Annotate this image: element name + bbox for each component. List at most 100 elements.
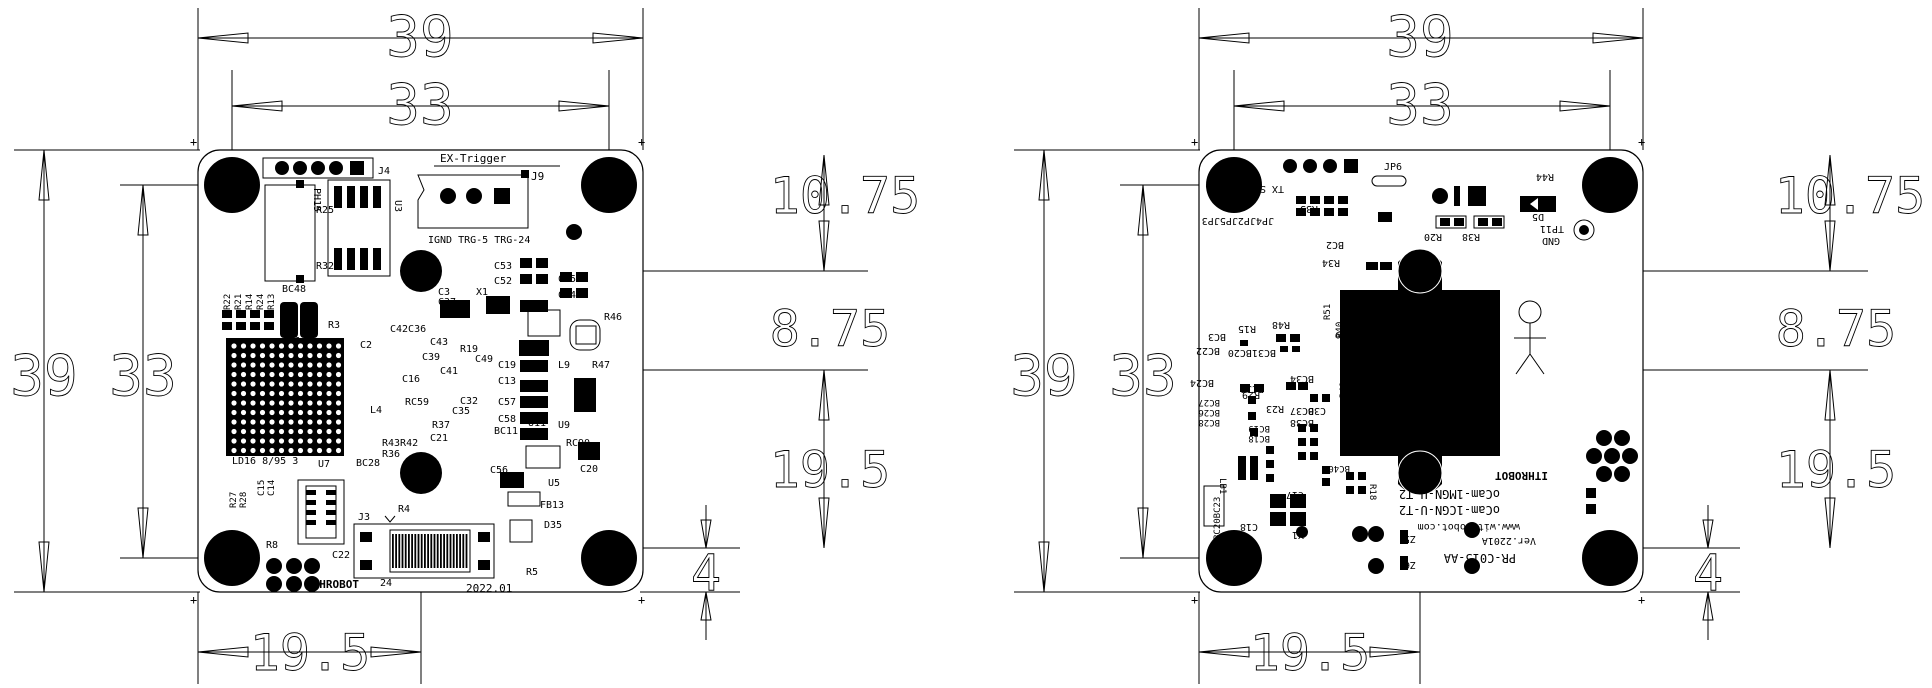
back-jp6-label: JP6 — [1384, 162, 1402, 173]
bga-ball — [240, 409, 247, 416]
front-c49-label: C49 — [475, 354, 493, 365]
bga-ball — [278, 428, 285, 435]
bga-ball — [269, 447, 275, 454]
connector-pin — [395, 534, 397, 568]
bga-ball — [1450, 394, 1456, 400]
front-r3-label: R3 — [328, 320, 340, 331]
bga-ball — [1436, 373, 1442, 379]
bga-ball — [1415, 338, 1421, 344]
bga-ball — [1422, 380, 1428, 386]
bga-ball — [231, 352, 237, 359]
front-c21-label: C21 — [430, 433, 448, 444]
connector-pin — [417, 534, 420, 568]
bga-ball — [1436, 359, 1442, 365]
bga-ball — [259, 381, 266, 387]
back-brand-label: ITHROBOT — [1495, 469, 1548, 482]
back-tp11-label: TP11 — [1540, 223, 1564, 234]
bga-ball — [316, 438, 323, 444]
bga-ball — [326, 428, 332, 435]
back-r20-r38-pads — [1435, 215, 1505, 229]
bga-ball — [240, 371, 247, 378]
front-brand-label: ITHROBOT — [306, 578, 359, 591]
front-r14-label: R14 — [245, 294, 255, 310]
bga-ball — [316, 371, 323, 378]
bga-ball — [259, 438, 266, 444]
front-c3-label: C3 — [438, 287, 450, 298]
back-corner-mark: + — [1191, 593, 1198, 607]
front-ex-trigger-label: EX-Trigger — [440, 152, 507, 165]
bga-ball — [1422, 359, 1428, 365]
bga-ball — [307, 381, 313, 387]
front-c14-label: C14 — [267, 480, 277, 496]
bga-ball — [297, 362, 304, 368]
connector-pin — [436, 534, 439, 568]
bga-ball — [316, 352, 323, 359]
back-bc27-label: BC27 — [1198, 397, 1220, 407]
bga-ball — [307, 362, 313, 368]
bga-ball — [307, 409, 313, 416]
back-height-holes-dim: 33 — [1109, 344, 1176, 409]
back-bc31bc20-label: BC31BC20 — [1228, 347, 1276, 358]
bga-ball — [1422, 338, 1428, 344]
bga-ball — [288, 400, 294, 406]
front-mount-hole-tr — [581, 157, 637, 213]
bga-ball — [307, 352, 313, 359]
bga-ball — [231, 400, 237, 406]
bga-ball — [1443, 345, 1449, 351]
back-model-b: oCam-1CGN-U-T2 — [1399, 503, 1500, 517]
back-mount-hole-tl — [1206, 157, 1262, 213]
bga-ball — [250, 390, 256, 397]
bga-ball — [1436, 338, 1442, 344]
back-r23-label: R23 — [1266, 403, 1284, 414]
bga-ball — [269, 371, 275, 378]
front-r32-label: R32 — [316, 261, 334, 272]
bga-ball — [1443, 394, 1449, 400]
bga-ball — [297, 381, 304, 387]
bga-ball — [1408, 359, 1414, 365]
bga-ball — [1394, 352, 1400, 358]
front-r46-label: R46 — [604, 312, 622, 323]
connector-pin — [465, 534, 468, 568]
bga-ball — [250, 362, 256, 368]
bga-ball — [1415, 380, 1421, 386]
front-r25-label: R25 — [316, 205, 334, 216]
bga-ball — [1450, 380, 1456, 386]
connector-pin — [392, 534, 394, 568]
bga-ball — [297, 343, 304, 349]
bga-ball — [326, 438, 332, 444]
bga-ball — [1429, 394, 1435, 400]
bga-ball — [259, 371, 266, 378]
bga-ball — [307, 390, 313, 397]
front-c13-label: C13 — [498, 376, 516, 387]
bga-ball — [288, 428, 294, 435]
back-serial-labels: TX SCL RX SDA — [1206, 183, 1284, 194]
front-u5-label: U5 — [548, 478, 560, 489]
bga-ball — [335, 400, 342, 406]
front-lower-offset-dim: 19.5 — [770, 441, 890, 499]
bga-ball — [1408, 373, 1414, 379]
front-mount-hole-bl — [204, 530, 260, 586]
front-u11-label: U11 — [528, 418, 546, 429]
bga-ball — [335, 419, 342, 425]
bga-ball — [269, 400, 275, 406]
bga-ball — [1401, 359, 1407, 365]
bga-ball — [1408, 352, 1414, 358]
front-corner-mark: + — [638, 593, 645, 607]
bga-ball — [240, 381, 247, 387]
front-c22-label: C22 — [332, 550, 350, 561]
back-r44-label: R44 — [1536, 171, 1554, 182]
front-r22-label: R22 — [223, 294, 233, 310]
bga-ball — [231, 438, 237, 444]
bga-ball — [297, 352, 304, 359]
bga-ball — [307, 428, 313, 435]
bga-ball — [250, 381, 256, 387]
bga-ball — [326, 447, 332, 454]
bga-ball — [335, 428, 342, 435]
bga-ball — [231, 390, 237, 397]
bga-ball — [1450, 352, 1456, 358]
front-r27-label: R27 — [229, 492, 239, 508]
bga-ball — [1450, 373, 1456, 379]
front-c15-label: C15 — [257, 480, 267, 496]
front-header-pins — [262, 157, 374, 179]
connector-pin — [446, 534, 449, 568]
